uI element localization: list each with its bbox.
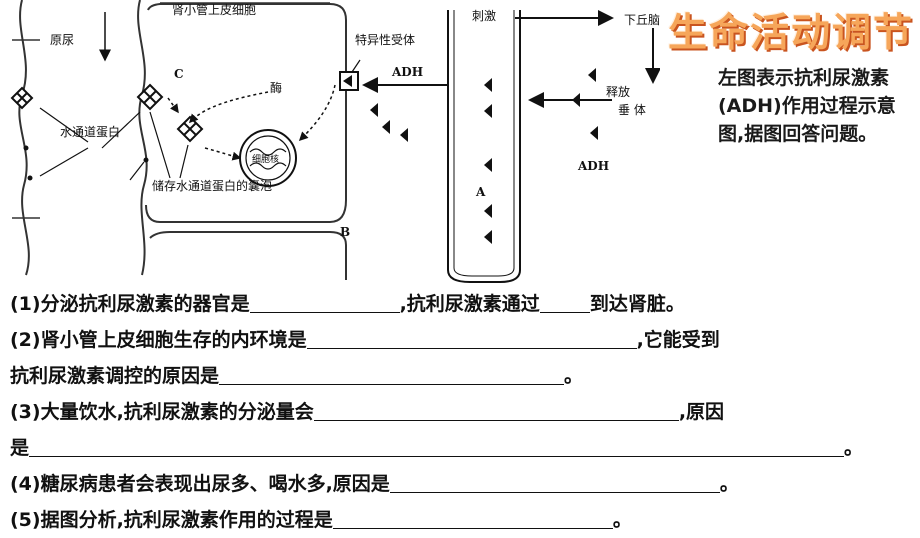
label-water-channel-protein: 水通道蛋白 xyxy=(60,124,120,139)
label-b: B xyxy=(340,225,350,239)
label-c: C xyxy=(174,67,184,81)
label-enzyme: 酶 xyxy=(270,80,282,95)
q3-part1: (3)大量饮水,抗利尿激素的分泌量会 xyxy=(10,401,314,423)
label-epithelial-cell: 肾小管上皮细胞 xyxy=(172,2,256,17)
q2-blank-environment[interactable] xyxy=(306,324,637,349)
intro-text: 左图表示抗利尿激素(ADH)作用过程示意图,据图回答问题。 xyxy=(718,67,896,145)
receptor-icon xyxy=(339,71,359,91)
slide: 肾小管上皮细胞 原尿 水通道蛋白 储存水通道蛋白的囊泡 特异性受体 酶 细胞核 … xyxy=(10,0,915,531)
q5-part1: (5)据图分析,抗利尿激素作用的过程是 xyxy=(10,509,333,531)
q2-part1: (2)肾小管上皮细胞生存的内环境是 xyxy=(10,329,307,351)
label-a: A xyxy=(475,185,486,199)
q4-blank-reason[interactable] xyxy=(389,468,720,493)
vesicle-icon xyxy=(176,115,204,143)
middle-cell-membrane xyxy=(137,0,148,276)
left-cell-membrane xyxy=(18,0,30,276)
question-1: (1)分泌抗利尿激素的器官是 ,抗利尿激素通过 到达肾脏。 xyxy=(10,286,915,322)
q3-line2-end: 。 xyxy=(844,437,864,459)
q1-blank-organ[interactable] xyxy=(249,288,400,313)
label-hypothalamus: 下丘脑 xyxy=(624,13,660,27)
q1-blank-route[interactable] xyxy=(539,288,590,313)
label-vesicle: 储存水通道蛋白的囊泡 xyxy=(152,178,272,193)
q5-end: 。 xyxy=(612,509,632,531)
label-adh-arrow: ADH xyxy=(391,65,423,79)
section-title: 生命活动调节 xyxy=(668,10,915,56)
label-specific-receptor: 特异性受体 xyxy=(355,32,415,47)
water-channel-protein-left xyxy=(10,86,34,110)
q1-part2: ,抗利尿激素通过 xyxy=(399,293,540,315)
adh-diagram: 肾小管上皮细胞 原尿 水通道蛋白 储存水通道蛋白的囊泡 特异性受体 酶 细胞核 … xyxy=(10,0,660,283)
q4-part1: (4)糖尿病患者会表现出尿多、喝水多,原因是 xyxy=(10,473,390,495)
question-5: (5)据图分析,抗利尿激素作用的过程是 。 xyxy=(10,502,915,538)
label-nucleus: 细胞核 xyxy=(252,153,279,165)
q1-part3: 到达肾脏。 xyxy=(589,293,685,315)
question-2-line2: 抗利尿激素调控的原因是 。 xyxy=(10,358,915,394)
epithelial-cell-outline xyxy=(145,3,347,223)
nucleus-icon xyxy=(239,129,297,187)
label-adh-pituitary: ADH xyxy=(577,159,609,173)
q2-part2: ,它能受到 xyxy=(636,329,720,351)
questions: (1)分泌抗利尿激素的器官是 ,抗利尿激素通过 到达肾脏。 (2)肾小管上皮细胞生存… xyxy=(10,286,915,538)
q3-part2: ,原因 xyxy=(678,401,725,423)
q3-line2-prefix: 是 xyxy=(10,437,30,459)
label-release: 释放 xyxy=(606,84,630,99)
question-2: (2)肾小管上皮细胞生存的内环境是 ,它能受到 xyxy=(10,322,915,358)
q1-part1: (1)分泌抗利尿激素的器官是 xyxy=(10,293,250,315)
water-channel-protein-middle xyxy=(136,83,164,111)
question-3: (3)大量饮水,抗利尿激素的分泌量会 ,原因 xyxy=(10,394,915,430)
label-pituitary: 垂 体 xyxy=(618,103,646,117)
question-3-line2: 是。 xyxy=(10,430,915,466)
label-water-channel-protein-text: 水通道蛋白 xyxy=(60,124,120,139)
q2-blank-reason[interactable] xyxy=(219,360,565,385)
q5-blank-process[interactable] xyxy=(332,504,613,529)
enzyme-arrow xyxy=(188,91,269,124)
q3-blank-reason[interactable] xyxy=(29,432,845,457)
blood-vessel xyxy=(447,10,521,283)
q2-line2-prefix: 抗利尿激素调控的原因是 xyxy=(10,365,220,387)
q2-line2-end: 。 xyxy=(564,365,584,387)
question-4: (4)糖尿病患者会表现出尿多、喝水多,原因是 。 xyxy=(10,466,915,502)
q3-blank-amount[interactable] xyxy=(313,396,679,421)
epithelial-cell-lower xyxy=(149,231,347,280)
q4-end: 。 xyxy=(719,473,739,495)
label-primary-urine: 原尿 xyxy=(50,33,74,47)
label-stimulus: 刺激 xyxy=(472,9,496,23)
